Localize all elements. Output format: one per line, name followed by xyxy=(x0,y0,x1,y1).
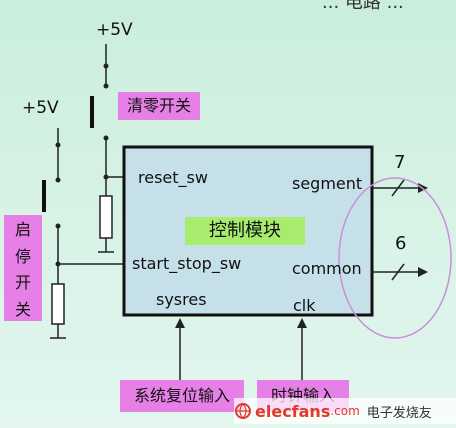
left-power-label: +5V xyxy=(22,98,59,118)
port-sysres: sysres xyxy=(156,290,207,309)
port-clk: clk xyxy=(293,296,316,315)
port-common: common xyxy=(292,259,362,278)
common-bus-slash xyxy=(391,263,405,281)
watermark-globe-icon xyxy=(235,403,251,419)
start-stop-char-3: 开 xyxy=(14,273,31,293)
clear-switch-top-terminal xyxy=(103,63,109,69)
top-corner-text: ... 电路 ... xyxy=(322,0,404,13)
port-segment: segment xyxy=(292,174,363,193)
watermark-logo: elecfans.com 电子发烧友 xyxy=(234,398,456,424)
port-reset-sw: reset_sw xyxy=(138,168,208,187)
startstop-switch-top-terminal xyxy=(55,142,61,148)
start-stop-char-1: 启 xyxy=(14,220,31,240)
clear-pulldown-resistor xyxy=(99,195,113,239)
startstop-switch-mid-terminal xyxy=(55,177,61,183)
clear-switch-mid-terminal xyxy=(103,83,109,89)
clear-switch-label: 清零开关 xyxy=(118,92,200,120)
system-reset-input-label: 系统复位输入 xyxy=(120,380,244,412)
watermark-brand: elecfans xyxy=(255,401,331,421)
outputs-highlight-ellipse xyxy=(338,177,452,339)
clk-arrowhead xyxy=(297,318,307,328)
watermark-cn-name: 电子发烧友 xyxy=(366,405,432,421)
start-stop-char-4: 关 xyxy=(14,299,31,319)
watermark-domain-suffix: .com xyxy=(330,404,360,418)
sysres-arrowhead xyxy=(175,318,185,328)
common-arrowhead xyxy=(418,267,428,277)
port-start-stop-sw: start_stop_sw xyxy=(132,254,242,273)
control-module-title: 控制模块 xyxy=(185,217,305,245)
segment-width-label: 7 xyxy=(394,152,406,173)
top-power-label: +5V xyxy=(96,20,133,40)
common-width-label: 6 xyxy=(395,233,407,254)
start-stop-switch-label: 启 停 开 关 xyxy=(4,215,42,321)
start-stop-char-2: 停 xyxy=(14,246,31,266)
segment-bus-slash xyxy=(391,179,405,197)
startstop-pulldown-resistor xyxy=(51,283,65,325)
